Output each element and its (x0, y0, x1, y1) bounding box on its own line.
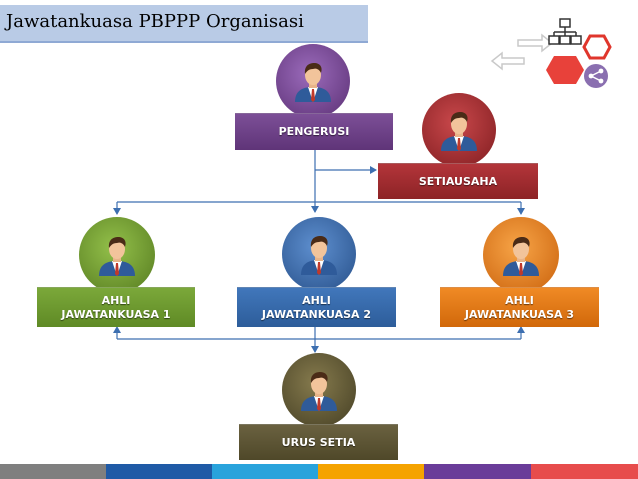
ahli-2-avatar-circle (282, 217, 356, 291)
ahli-1-label-line1: AHLI (101, 293, 131, 307)
person-icon (298, 369, 340, 411)
setiausaha-label: SETIAUSAHA (418, 174, 498, 188)
swap-arrows-icon (490, 33, 554, 71)
urus-setia-avatar-circle (282, 353, 356, 427)
ahli-2-label-line1: AHLI (302, 293, 331, 307)
person-icon (96, 234, 138, 276)
ahli-2-label-line2: JAWATANKUASA 2 (261, 307, 372, 321)
footer-bar-gray (0, 464, 106, 479)
ahli-1-label-line2: JAWATANKUASA 1 (61, 307, 171, 321)
ahli-3-label-line2: JAWATANKUASA 3 (464, 307, 575, 321)
pengerusi-label: PENGERUSI (278, 125, 350, 138)
footer-bar-orange (318, 464, 424, 479)
pengerusi-avatar-circle (276, 44, 350, 118)
person-icon (292, 60, 334, 102)
setiausaha-avatar-circle (422, 93, 496, 167)
footer-bar-red (531, 464, 638, 479)
person-icon (438, 109, 480, 151)
urus-setia-label: URUS SETIA (281, 435, 356, 449)
person-icon (500, 234, 542, 276)
ahli-2-label: AHLI JAWATANKUASA 2 (262, 294, 371, 322)
person-icon (298, 233, 340, 275)
share-icon (584, 64, 608, 88)
title-bar: Jawatankuasa PBPPP Organisasi (0, 5, 368, 43)
ahli-2-box: AHLI JAWATANKUASA 2 (237, 287, 396, 327)
page-title: Jawatankuasa PBPPP Organisasi (6, 11, 304, 32)
ahli-3-label-line1: AHLI (505, 293, 534, 307)
footer-bar-purple (424, 464, 531, 479)
ahli-1-box: AHLI JAWATANKUASA 1 (37, 287, 195, 327)
ahli-3-avatar-circle (483, 217, 559, 293)
footer-bar-blue (106, 464, 212, 479)
decorative-icons (490, 18, 620, 90)
ahli-1-label: AHLI JAWATANKUASA 1 (61, 294, 170, 322)
ahli-1-avatar-circle (79, 217, 155, 293)
org-chart-icon (548, 18, 582, 45)
footer-bar-lightblue (212, 464, 318, 479)
setiausaha-box: SETIAUSAHA (378, 163, 538, 199)
ahli-3-box: AHLI JAWATANKUASA 3 (440, 287, 599, 327)
hexagon-filled-icon (546, 56, 584, 84)
urus-setia-box: URUS SETIA (239, 424, 398, 460)
pengerusi-box: PENGERUSI (235, 113, 393, 150)
ahli-3-label: AHLI JAWATANKUASA 3 (465, 294, 574, 322)
hexagon-outline-icon (582, 34, 612, 60)
